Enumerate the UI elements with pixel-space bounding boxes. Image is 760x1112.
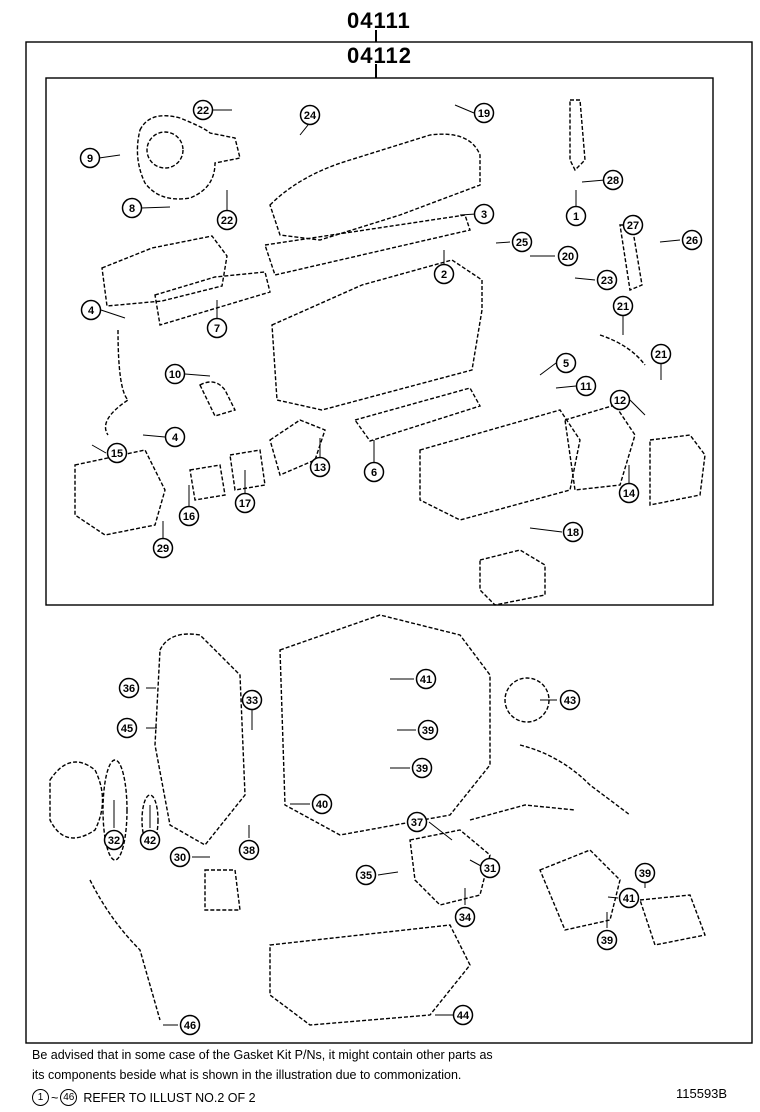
callout-label: 16 bbox=[183, 511, 195, 523]
callout-label: 39 bbox=[422, 725, 434, 737]
callout-label: 38 bbox=[243, 845, 255, 857]
callout-label: 43 bbox=[564, 695, 576, 707]
callout-label: 42 bbox=[144, 835, 156, 847]
callout-circles-upper bbox=[79, 99, 703, 559]
callout-label: 34 bbox=[459, 912, 472, 924]
callout-label: 26 bbox=[686, 235, 698, 247]
callout-label: 40 bbox=[316, 799, 328, 811]
callout-leaders bbox=[91, 104, 681, 1026]
callout-label: 21 bbox=[655, 349, 667, 361]
callout-label: 22 bbox=[197, 105, 209, 117]
callout-label: 39 bbox=[601, 935, 613, 947]
callout-label: 39 bbox=[639, 868, 651, 880]
callout-circles-lower bbox=[103, 668, 656, 1036]
callout-label: 4 bbox=[172, 432, 179, 444]
callout-label: 23 bbox=[601, 275, 613, 287]
callout-label: 24 bbox=[304, 110, 317, 122]
callout-label: 4 bbox=[88, 305, 95, 317]
callout-label: 27 bbox=[627, 220, 639, 232]
callout-label: 11 bbox=[580, 381, 592, 393]
callout-label: 39 bbox=[416, 763, 428, 775]
callout-label: 18 bbox=[567, 527, 579, 539]
callout-label: 7 bbox=[214, 323, 220, 335]
callout-label: 13 bbox=[314, 462, 326, 474]
callout-label: 31 bbox=[484, 863, 496, 875]
illustration-code: 115593B bbox=[676, 1086, 728, 1101]
ref-tilde: ~ bbox=[51, 1090, 59, 1105]
ref-end-circle: 46 bbox=[60, 1089, 78, 1106]
callout-label: 25 bbox=[516, 237, 528, 249]
callout-label: 36 bbox=[123, 683, 135, 695]
callout-label: 19 bbox=[478, 108, 490, 120]
callout-label: 46 bbox=[184, 1020, 196, 1032]
callout-label: 9 bbox=[87, 153, 93, 165]
inner-frame bbox=[45, 77, 714, 606]
outer-part-number: 04111 bbox=[347, 8, 411, 33]
callout-label: 8 bbox=[129, 203, 135, 215]
callout-label: 20 bbox=[562, 251, 574, 263]
callout-label: 10 bbox=[169, 369, 181, 381]
footer-note-line1: Be advised that in some case of the Gask… bbox=[32, 1048, 493, 1062]
part-sketches bbox=[49, 99, 706, 1026]
callout-label: 44 bbox=[457, 1010, 470, 1022]
callout-label: 15 bbox=[111, 448, 123, 460]
callout-label: 6 bbox=[371, 467, 377, 479]
footer-note-line2: its components beside what is shown in t… bbox=[32, 1068, 462, 1082]
callout-label: 37 bbox=[411, 817, 423, 829]
ref-text: REFER TO ILLUST NO.2 OF 2 bbox=[83, 1090, 256, 1105]
callout-label: 41 bbox=[623, 893, 635, 905]
callout-label: 12 bbox=[614, 395, 626, 407]
callout-label: 22 bbox=[221, 215, 233, 227]
callout-label: 21 bbox=[617, 301, 629, 313]
callout-label: 45 bbox=[121, 723, 133, 735]
inner-part-number: 04112 bbox=[347, 43, 412, 68]
reference-line: 1 ~ 46 REFER TO ILLUST NO.2 OF 2 bbox=[32, 1089, 256, 1106]
callout-label: 41 bbox=[420, 674, 432, 686]
callout-label: 14 bbox=[623, 488, 636, 500]
callout-labels: 22 24 19 9 28 8 22 3 1 27 26 25 20 2 23 … bbox=[87, 105, 698, 1032]
callout-label: 32 bbox=[108, 835, 120, 847]
callout-label: 28 bbox=[607, 175, 619, 187]
outer-frame bbox=[25, 41, 753, 1044]
callout-label: 29 bbox=[157, 543, 169, 555]
callout-label: 33 bbox=[246, 695, 258, 707]
ref-start-circle: 1 bbox=[32, 1089, 49, 1106]
callout-label: 3 bbox=[481, 209, 487, 221]
callout-label: 35 bbox=[360, 870, 372, 882]
callout-label: 2 bbox=[441, 269, 447, 281]
callout-label: 5 bbox=[563, 358, 569, 370]
callout-label: 1 bbox=[573, 211, 579, 223]
callout-label: 30 bbox=[174, 852, 186, 864]
callout-label: 17 bbox=[239, 498, 251, 510]
